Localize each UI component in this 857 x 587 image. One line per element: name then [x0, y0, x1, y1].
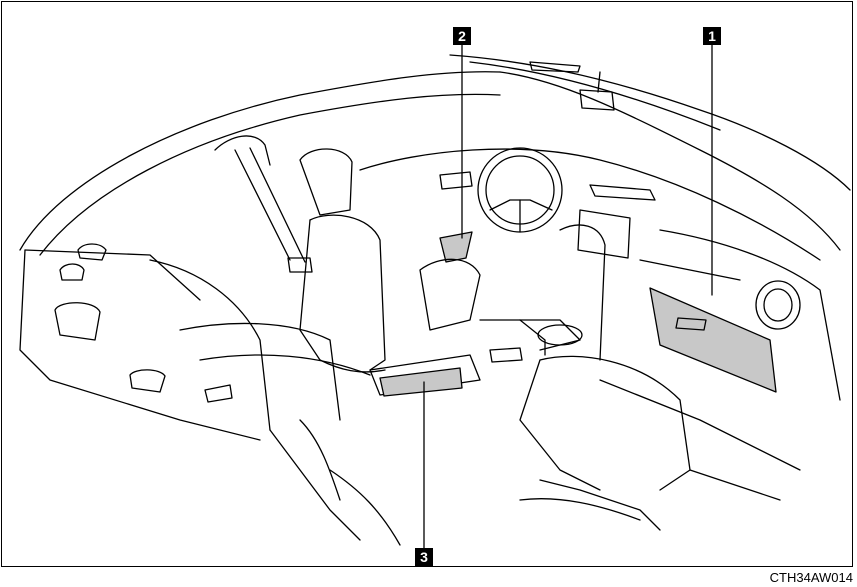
image-code: CTH34AW014 — [769, 570, 853, 585]
callout-1: 1 — [703, 27, 721, 45]
callout-leaders — [423, 43, 713, 549]
passenger-seat — [519, 224, 691, 531]
rear-side-panel — [19, 243, 261, 441]
floor — [329, 379, 801, 546]
dashboard — [359, 148, 841, 401]
driver-side-storage — [439, 231, 473, 263]
seatbelt-pillar — [214, 135, 313, 273]
rear-view-mirror — [529, 61, 615, 111]
rear-seats — [149, 259, 371, 541]
driver-seat — [299, 148, 386, 373]
callout-3: 3 — [415, 548, 433, 566]
roof-outline — [19, 54, 851, 256]
diagram-frame — [1, 1, 853, 567]
center-console — [369, 258, 583, 397]
steering-wheel — [477, 147, 563, 233]
glove-box — [649, 287, 777, 393]
callout-2: 2 — [453, 27, 471, 45]
